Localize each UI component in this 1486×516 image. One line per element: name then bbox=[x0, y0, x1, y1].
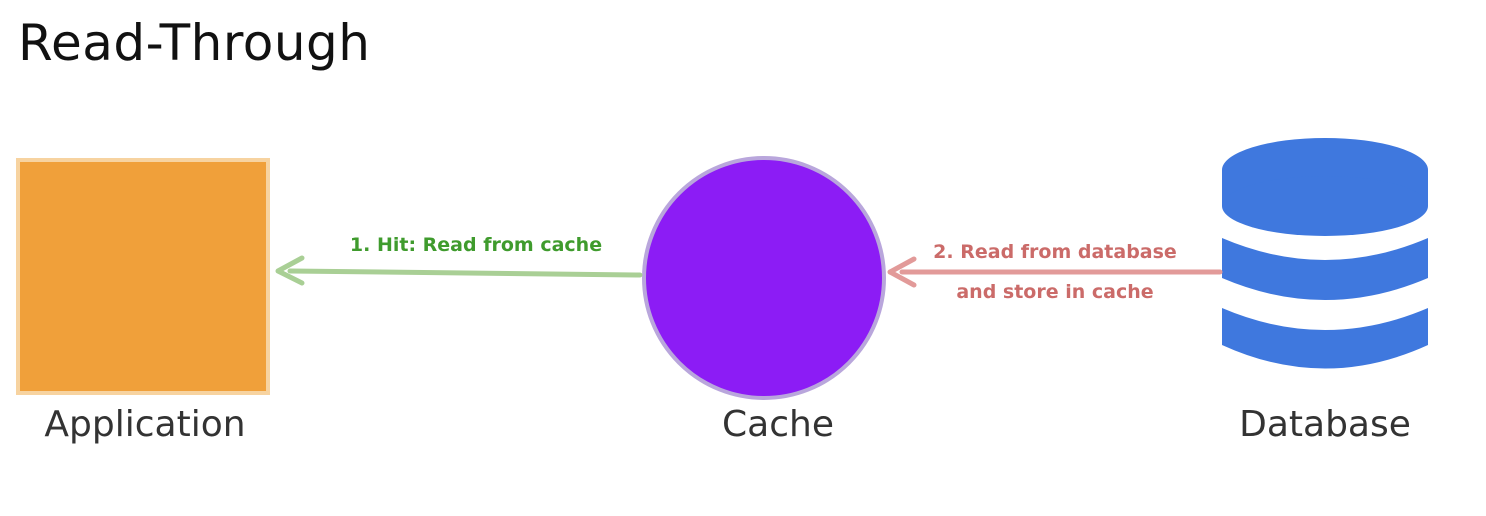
application-node bbox=[16, 158, 270, 395]
cache-node bbox=[642, 156, 886, 400]
hit-arrow bbox=[275, 255, 643, 286]
cache-label: Cache bbox=[722, 404, 834, 445]
application-label: Application bbox=[44, 404, 246, 445]
database-label: Database bbox=[1239, 404, 1411, 445]
read-database-edge-label-line2: and store in cache bbox=[956, 281, 1154, 303]
database-icon bbox=[1222, 138, 1428, 369]
read-database-edge-label-line1: 2. Read from database bbox=[933, 241, 1177, 263]
hit-edge-label: 1. Hit: Read from cache bbox=[349, 234, 603, 256]
read-database-arrow bbox=[887, 256, 1223, 288]
diagram-title: Read-Through bbox=[18, 14, 371, 72]
